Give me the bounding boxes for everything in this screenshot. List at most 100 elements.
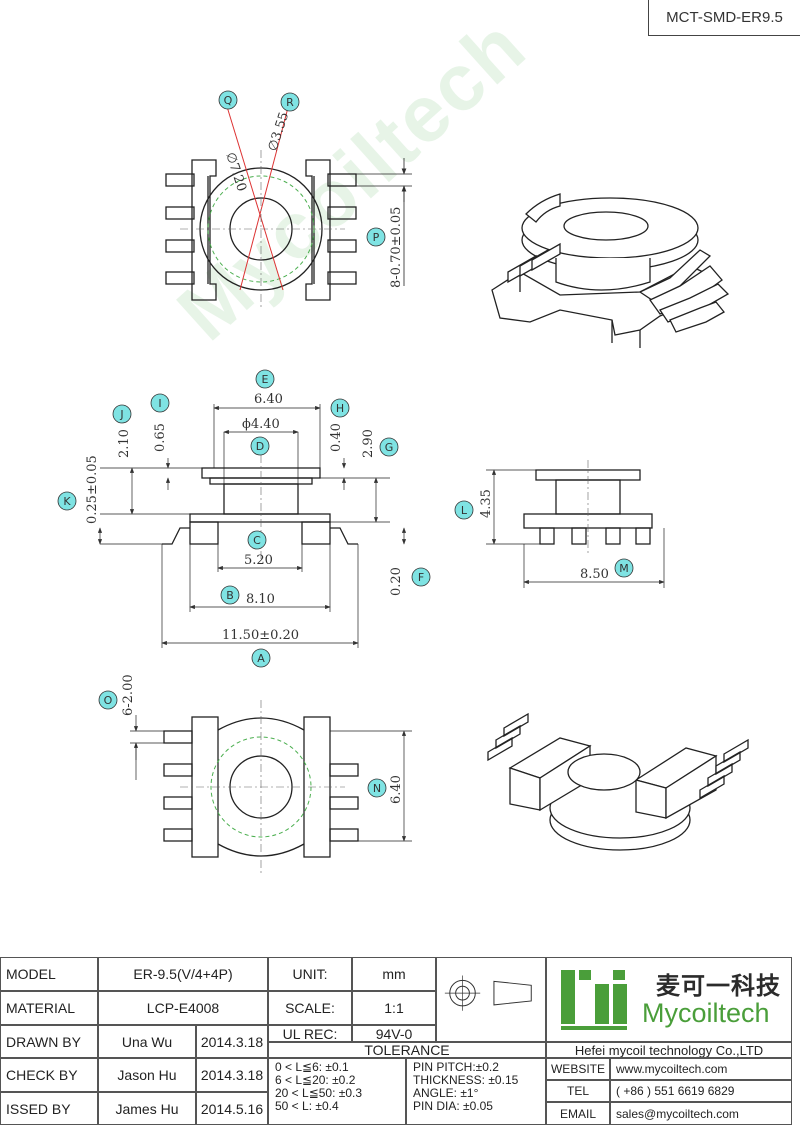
front-view bbox=[97, 404, 407, 648]
company-name-cn: 麦可一科技 bbox=[656, 972, 781, 1000]
callout-letter: G bbox=[385, 441, 394, 454]
top-pin-right-1 bbox=[327, 173, 357, 187]
callout-i: I bbox=[150, 393, 170, 413]
dim-b: 8.10 bbox=[246, 592, 275, 607]
callout-n: N bbox=[367, 778, 387, 798]
spec-line-1: PIN PITCH:±0.2 bbox=[413, 1060, 499, 1074]
tol-line-1: 0 < L≦6: ±0.1 bbox=[275, 1060, 349, 1074]
callout-letter: J bbox=[119, 408, 123, 421]
top-view bbox=[165, 99, 412, 310]
top-pin-left-2 bbox=[165, 206, 195, 220]
mycoiltech-logo-icon bbox=[561, 970, 627, 1030]
tel-label: TEL bbox=[546, 1080, 610, 1102]
website-label: WEBSITE bbox=[546, 1058, 610, 1080]
scale-label: SCALE: bbox=[268, 991, 352, 1025]
spec-line-3: ANGLE: ±1° bbox=[413, 1086, 479, 1100]
unit-value: mm bbox=[352, 957, 436, 991]
website-value[interactable]: www.mycoiltech.com bbox=[610, 1058, 792, 1080]
top-pin-right-3 bbox=[327, 239, 357, 253]
material-value: LCP-E4008 bbox=[98, 991, 268, 1025]
callout-r: R bbox=[280, 92, 300, 112]
callout-l: L bbox=[454, 500, 474, 520]
callout-letter: L bbox=[461, 504, 468, 517]
tolerance-label: TOLERANCE bbox=[268, 1042, 546, 1058]
callout-b: B bbox=[220, 585, 240, 605]
dim-m: 8.50 bbox=[580, 567, 609, 582]
callout-letter: Q bbox=[224, 94, 233, 107]
top-pin-left-4 bbox=[165, 271, 195, 285]
callout-letter: N bbox=[373, 782, 381, 795]
dim-a: 11.50±0.20 bbox=[222, 628, 299, 643]
callout-c: C bbox=[247, 530, 267, 550]
callout-g: G bbox=[379, 437, 399, 457]
email-label: EMAIL bbox=[546, 1102, 610, 1125]
dim-e: 6.40 bbox=[254, 392, 283, 407]
callout-k: K bbox=[57, 491, 77, 511]
top-pin-left-1 bbox=[165, 173, 195, 187]
front-base-left bbox=[189, 521, 219, 545]
dim-j: 2.10 bbox=[117, 429, 132, 458]
company-full-name: Hefei mycoil technology Co.,LTD bbox=[546, 1042, 792, 1058]
callout-letter: E bbox=[262, 373, 269, 386]
dim-f: 0.20 bbox=[389, 567, 404, 596]
issued-name: James Hu bbox=[98, 1092, 196, 1125]
email-value[interactable]: sales@mycoiltech.com bbox=[610, 1102, 792, 1125]
front-base-right bbox=[301, 521, 331, 545]
spec-line-4: PIN DIA: ±0.05 bbox=[413, 1099, 493, 1113]
callout-d: D bbox=[250, 436, 270, 456]
dim-r: ∅3.55 bbox=[266, 110, 293, 153]
drawn-date: 2014.3.18 bbox=[196, 1025, 268, 1058]
tol-line-4: 50 < L: ±0.4 bbox=[275, 1099, 339, 1113]
tolerance-list: 0 < L≦6: ±0.1 6 < L≦20: ±0.2 20 < L≦50: … bbox=[268, 1058, 406, 1125]
callout-f: F bbox=[411, 567, 431, 587]
tol-line-3: 20 < L≦50: ±0.3 bbox=[275, 1086, 363, 1100]
issued-label: ISSED BY bbox=[0, 1092, 98, 1125]
scale-value: 1:1 bbox=[352, 991, 436, 1025]
dim-c: 5.20 bbox=[244, 553, 273, 568]
callout-letter: M bbox=[619, 562, 629, 575]
check-name: Jason Hu bbox=[98, 1058, 196, 1092]
top-flange-right bbox=[305, 159, 331, 301]
top-pin-right-4 bbox=[327, 271, 357, 285]
callout-h: H bbox=[330, 398, 350, 418]
callout-m: M bbox=[614, 558, 634, 578]
spec-line-2: THICKNESS: ±0.15 bbox=[413, 1073, 519, 1087]
dim-o: 6-2.00 bbox=[121, 674, 136, 716]
callout-q: Q bbox=[218, 90, 238, 110]
callout-letter: A bbox=[257, 652, 265, 665]
spec-list: PIN PITCH:±0.2 THICKNESS: ±0.15 ANGLE: ±… bbox=[406, 1058, 546, 1125]
company-name-en: Mycoiltech bbox=[642, 998, 770, 1028]
dim-l: 4.35 bbox=[479, 489, 494, 518]
top-flange-left bbox=[191, 159, 217, 301]
callout-e: E bbox=[255, 369, 275, 389]
callout-letter: P bbox=[373, 231, 380, 244]
callout-letter: K bbox=[63, 495, 71, 508]
side-view bbox=[486, 460, 665, 588]
check-label: CHECK BY bbox=[0, 1058, 98, 1092]
dim-d: ϕ4.40 bbox=[242, 417, 280, 432]
front-pin-right bbox=[330, 527, 358, 545]
top-pin-right-2 bbox=[327, 206, 357, 220]
callout-letter: F bbox=[418, 571, 424, 584]
projection-symbol-icon bbox=[444, 975, 532, 1011]
title-block: MODEL ER-9.5(V/4+4P) MATERIAL LCP-E4008 … bbox=[0, 957, 792, 1125]
ul-label: UL REC: bbox=[268, 1025, 352, 1042]
drawn-name: Una Wu bbox=[98, 1025, 196, 1058]
top-pin-left-3 bbox=[165, 239, 195, 253]
callout-letter: I bbox=[158, 397, 161, 410]
callout-letter: H bbox=[336, 402, 344, 415]
callout-letter: R bbox=[286, 96, 294, 109]
technical-drawing: ∅7.20 ∅3.55 8-0.70±0.05 6.40 ϕ4.40 0.65 … bbox=[57, 90, 749, 875]
issued-date: 2014.5.16 bbox=[196, 1092, 268, 1125]
dim-p: 8-0.70±0.05 bbox=[389, 207, 404, 288]
unit-label: UNIT: bbox=[268, 957, 352, 991]
callout-letter: B bbox=[226, 589, 234, 602]
iso-view-bottom bbox=[487, 712, 749, 851]
part-code: MCT-SMD-ER9.5 bbox=[648, 0, 800, 36]
dim-n: 6.40 bbox=[389, 775, 404, 804]
callout-a: A bbox=[251, 648, 271, 668]
bottom-view bbox=[130, 700, 412, 875]
dim-k: 0.25±0.05 bbox=[85, 455, 100, 524]
